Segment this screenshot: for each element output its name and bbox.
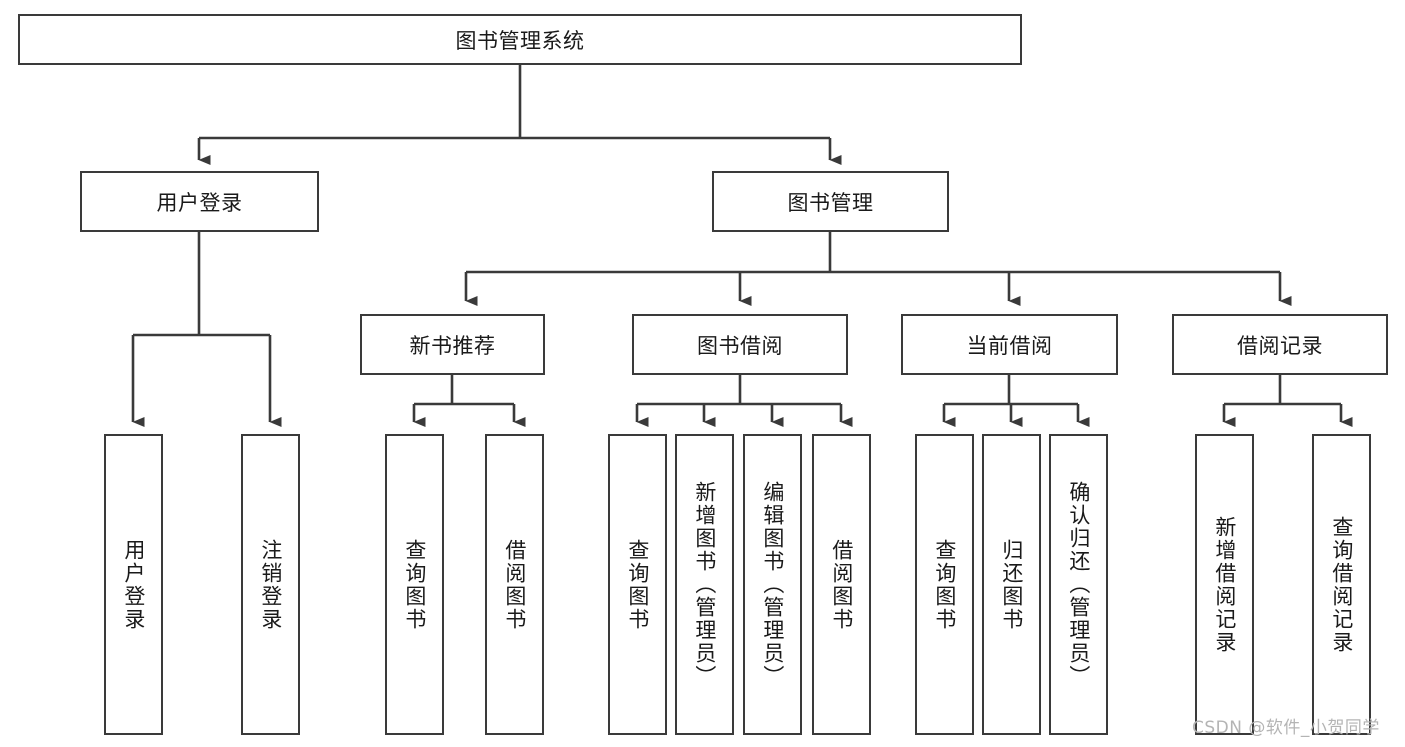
node-user-login[interactable]: 用户登录 xyxy=(80,171,319,232)
leaf-new-book-borrow-book[interactable]: 借阅图书 xyxy=(485,434,544,735)
leaf-user-login-login[interactable]: 用户登录 xyxy=(104,434,163,735)
node-root-book-management-system[interactable]: 图书管理系统 xyxy=(18,14,1022,65)
node-label: 查询借阅记录 xyxy=(1329,515,1354,654)
leaf-current-borrow-query-book[interactable]: 查询图书 xyxy=(915,434,974,735)
node-label: 编辑图书（管理员） xyxy=(760,481,785,688)
node-current-borrow[interactable]: 当前借阅 xyxy=(901,314,1118,375)
node-label: 查询图书 xyxy=(625,538,650,631)
leaf-book-borrow-add-book-admin[interactable]: 新增图书（管理员） xyxy=(675,434,734,735)
node-label: 确认归还（管理员） xyxy=(1066,481,1091,688)
node-label: 借阅图书 xyxy=(829,538,854,631)
node-label: 图书借阅 xyxy=(697,333,783,358)
leaf-current-borrow-confirm-return-admin[interactable]: 确认归还（管理员） xyxy=(1049,434,1108,735)
node-label: 新书推荐 xyxy=(409,333,496,358)
leaf-borrow-record-query-record[interactable]: 查询借阅记录 xyxy=(1312,434,1371,735)
node-book-management[interactable]: 图书管理 xyxy=(712,171,949,232)
leaf-book-borrow-borrow-book[interactable]: 借阅图书 xyxy=(812,434,871,735)
node-label: 注销登录 xyxy=(258,538,283,631)
node-label: 查询图书 xyxy=(932,538,957,631)
leaf-user-login-logout[interactable]: 注销登录 xyxy=(241,434,300,735)
leaf-book-borrow-edit-book-admin[interactable]: 编辑图书（管理员） xyxy=(743,434,802,735)
node-label: 图书管理系统 xyxy=(455,28,585,53)
node-book-borrow[interactable]: 图书借阅 xyxy=(632,314,848,375)
node-label: 图书管理 xyxy=(787,190,874,215)
leaf-borrow-record-add-record[interactable]: 新增借阅记录 xyxy=(1195,434,1254,735)
node-new-book-recommend[interactable]: 新书推荐 xyxy=(360,314,545,375)
node-label: 借阅记录 xyxy=(1237,333,1323,358)
csdn-watermark: CSDN @软件_小贺同学 xyxy=(1192,718,1380,738)
node-label: 新增图书（管理员） xyxy=(692,481,717,688)
leaf-current-borrow-return-book[interactable]: 归还图书 xyxy=(982,434,1041,735)
node-borrow-record[interactable]: 借阅记录 xyxy=(1172,314,1388,375)
node-label: 查询图书 xyxy=(402,538,427,631)
leaf-book-borrow-query-book[interactable]: 查询图书 xyxy=(608,434,667,735)
node-label: 归还图书 xyxy=(999,538,1024,631)
node-label: 用户登录 xyxy=(156,190,243,215)
node-label: 借阅图书 xyxy=(502,538,527,631)
node-label: 新增借阅记录 xyxy=(1212,515,1237,654)
node-label: 当前借阅 xyxy=(966,333,1053,358)
node-label: 用户登录 xyxy=(121,538,146,631)
leaf-new-book-query-book[interactable]: 查询图书 xyxy=(385,434,444,735)
